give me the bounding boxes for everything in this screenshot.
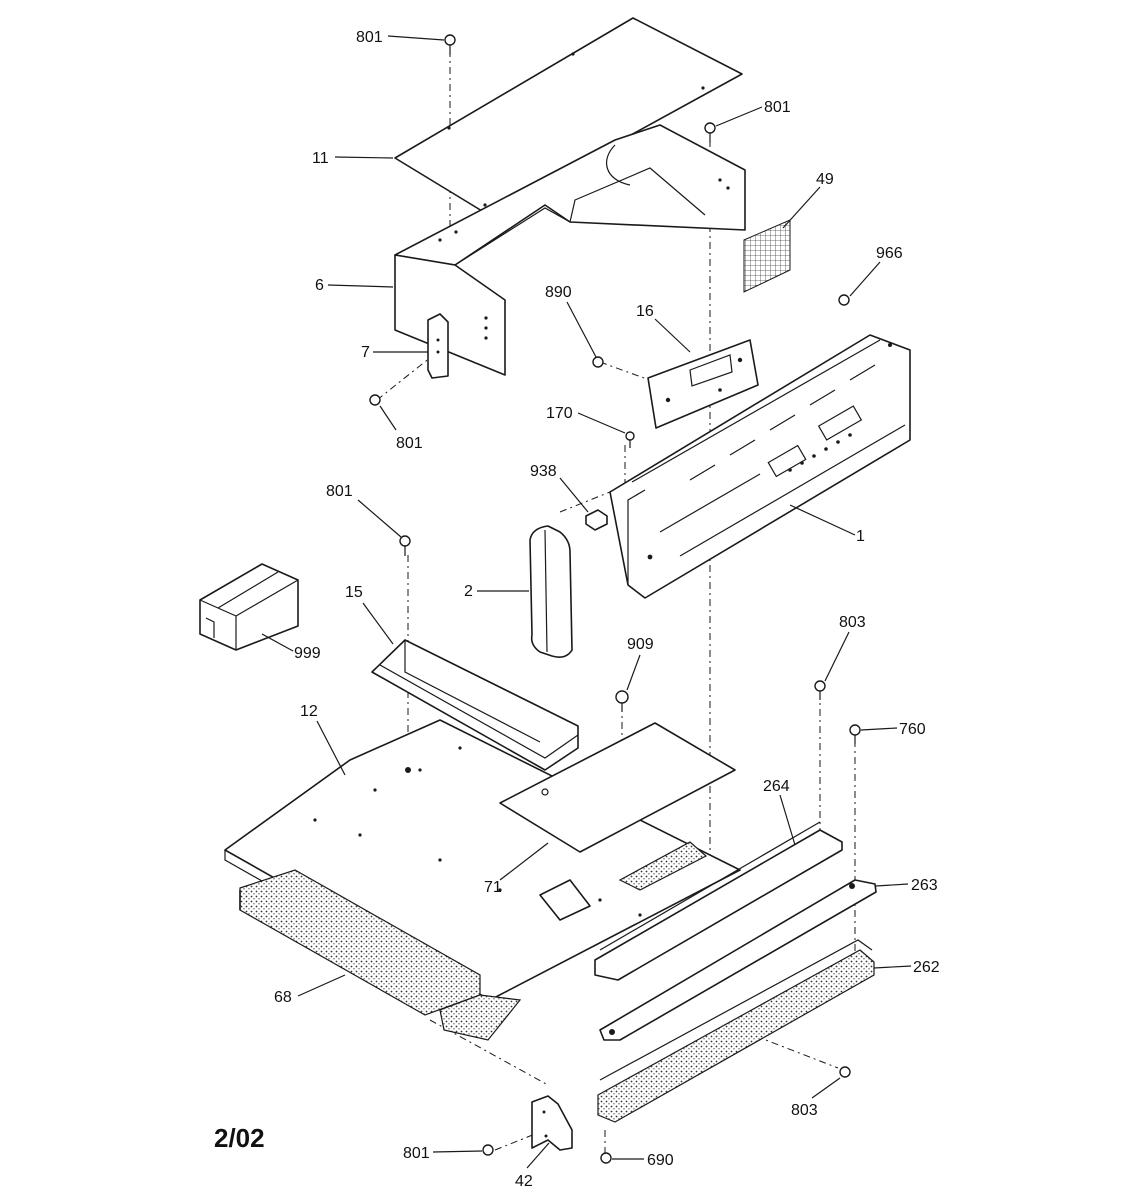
screw-icon <box>814 680 826 700</box>
callout-999: 999 <box>294 645 321 662</box>
callout-890: 890 <box>545 284 572 301</box>
callout-909: 909 <box>627 636 654 653</box>
screw-icon <box>615 690 629 712</box>
callout-938: 938 <box>530 463 557 480</box>
callout-966: 966 <box>876 245 903 262</box>
part-262-vent-trim <box>597 939 875 1123</box>
screw-icon <box>482 1144 494 1156</box>
screw-icon <box>399 535 411 556</box>
callout-801: 801 <box>403 1145 430 1162</box>
callout-11: 11 <box>312 150 329 167</box>
callout-71: 71 <box>484 879 502 896</box>
part-999-box <box>199 563 299 651</box>
callout-16: 16 <box>636 303 654 320</box>
part-2-end-cap <box>529 525 573 658</box>
part-42-bracket <box>531 1095 573 1151</box>
part-938-clip <box>585 509 608 531</box>
callout-6: 6 <box>315 277 324 294</box>
callout-12: 12 <box>300 703 318 720</box>
callout-170: 170 <box>546 405 573 422</box>
screw-icon <box>369 394 381 406</box>
part-11-top-cover <box>394 17 743 215</box>
part-68-insulation-tray <box>239 869 522 1041</box>
callout-68: 68 <box>274 989 292 1006</box>
callout-760: 760 <box>899 721 926 738</box>
callout-264: 264 <box>763 778 790 795</box>
callout-49: 49 <box>816 171 834 188</box>
callout-15: 15 <box>345 584 363 601</box>
callout-263: 263 <box>911 877 938 894</box>
part-1-control-panel <box>609 334 911 599</box>
callout-labels: 801 11 801 49 966 6 890 16 7 801 170 938… <box>274 29 940 1190</box>
callout-801: 801 <box>326 483 353 500</box>
part-264-rail <box>594 821 843 981</box>
screw-icon <box>592 356 604 368</box>
part-6-control-housing <box>394 124 746 376</box>
callout-7: 7 <box>361 344 370 361</box>
screw-icon <box>838 294 850 306</box>
part-7-bracket <box>427 313 449 379</box>
leader-lines <box>261 35 912 1169</box>
screw-icon <box>704 122 716 143</box>
part-15-channel <box>371 639 579 771</box>
screw-icon <box>849 724 861 744</box>
screw-icon <box>839 1066 851 1078</box>
callout-262: 262 <box>913 959 940 976</box>
part-263-trim-strip <box>599 879 877 1041</box>
screw-icon <box>600 1152 612 1164</box>
callout-2: 2 <box>464 583 473 600</box>
date-code: 2/02 <box>214 1123 265 1153</box>
callout-803: 803 <box>839 614 866 631</box>
callout-801: 801 <box>356 29 383 46</box>
callout-690: 690 <box>647 1152 674 1169</box>
screws <box>369 34 861 1164</box>
callout-801: 801 <box>764 99 791 116</box>
callout-803: 803 <box>791 1102 818 1119</box>
callout-1: 1 <box>856 528 865 545</box>
part-49-vent-grille <box>743 219 791 293</box>
callout-42: 42 <box>515 1173 533 1190</box>
part-71-cover-sheet <box>499 722 736 853</box>
screw-icon <box>625 431 635 448</box>
callout-801: 801 <box>396 435 423 452</box>
part-16-control-board <box>647 339 759 429</box>
screw-icon <box>444 34 456 55</box>
